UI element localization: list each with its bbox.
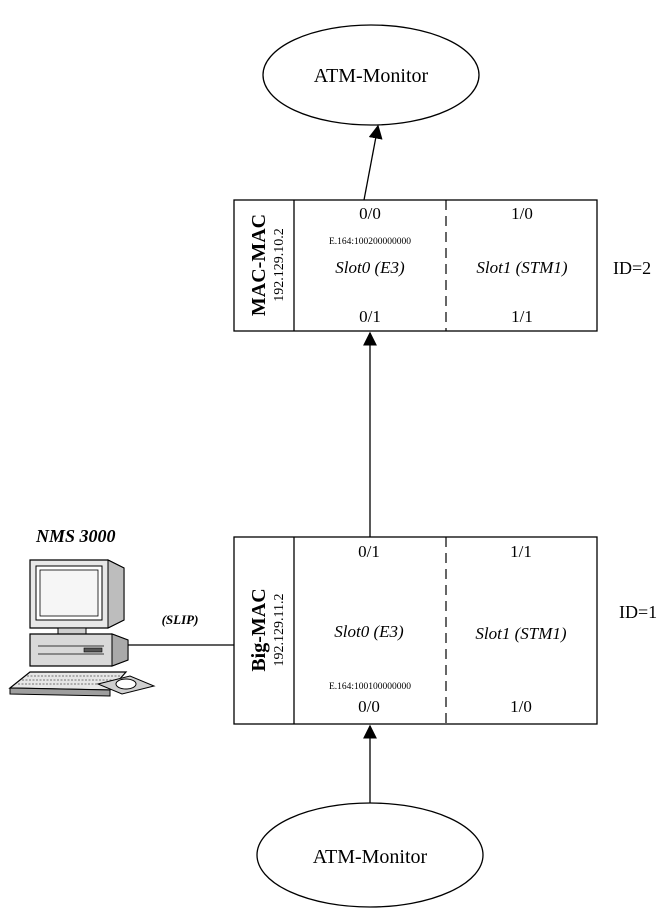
big-mac-ip: 192.129.11.2 (272, 594, 287, 667)
big-mac-slot1-label: Slot1 (STM1) (475, 624, 566, 643)
arrow-to-top-monitor (363, 124, 383, 201)
big-mac-name: Big-MAC (248, 588, 270, 671)
bottom-monitor-ellipse (256, 802, 484, 908)
mac-mac-id: ID=2 (613, 258, 651, 278)
mac-mac-slot1-bottom-port: 1/1 (511, 307, 533, 326)
mac-mac-e164: E.164:100200000000 (329, 237, 411, 247)
computer-icon (8, 559, 156, 697)
big-mac-slot1-bottom-port: 1/0 (510, 697, 532, 716)
mac-mac-slot1-label: Slot1 (STM1) (476, 258, 567, 277)
big-mac-slot0-top-port: 0/1 (358, 542, 380, 561)
mac-mac-slot0-bottom-port: 0/1 (359, 307, 381, 326)
slip-label: (SLIP) (162, 612, 199, 627)
big-mac-slot1-top-port: 1/1 (510, 542, 532, 561)
nms-label: NMS 3000 (35, 526, 116, 546)
big-mac-id: ID=1 (619, 602, 657, 622)
mac-mac-ip: 192.129.10.2 (272, 228, 287, 302)
mac-mac-switch: MAC-MAC 192.129.10.2 0/0 E.164:100200000… (233, 199, 598, 332)
big-mac-switch: Big-MAC 192.129.11.2 0/1 Slot0 (E3) E.16… (233, 536, 598, 725)
mac-mac-name: MAC-MAC (248, 214, 270, 316)
bottom-monitor-label: ATM-Monitor (313, 846, 428, 868)
big-mac-slot0-bottom-port: 0/0 (358, 697, 380, 716)
top-atm-monitor: ATM-Monitor (262, 24, 480, 126)
top-monitor-label: ATM-Monitor (314, 65, 429, 87)
mac-mac-slot0-label: Slot0 (E3) (335, 258, 405, 277)
mac-mac-slot1-top-port: 1/0 (511, 204, 533, 223)
bottom-atm-monitor: ATM-Monitor (256, 802, 484, 908)
mac-mac-slot0-top-port: 0/0 (359, 204, 381, 223)
big-mac-slot0-label: Slot0 (E3) (334, 622, 404, 641)
big-mac-e164: E.164:100100000000 (329, 682, 411, 692)
